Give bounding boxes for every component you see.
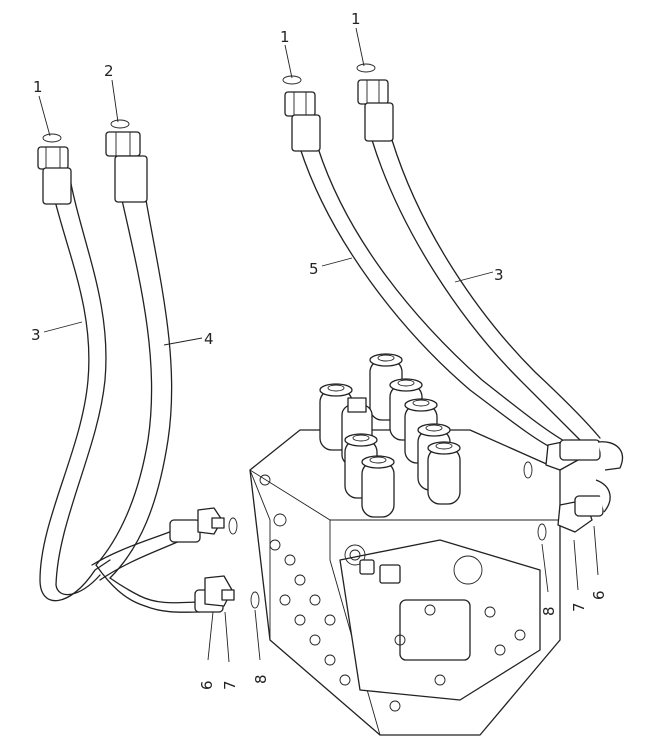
fitting-left-2 xyxy=(105,119,148,203)
callout-2: 2 xyxy=(104,62,114,80)
fitting-left-1 xyxy=(37,133,72,205)
callout-6: 6 xyxy=(198,680,216,690)
callout-5: 5 xyxy=(309,260,319,278)
leader-lines xyxy=(38,27,599,663)
callout-3: 3 xyxy=(31,326,41,344)
control-valve-block xyxy=(249,429,561,736)
hose-4-left xyxy=(95,199,201,613)
callout-labels: 1 2 1 1 5 3 3 4 6 7 8 8 7 6 xyxy=(31,10,608,690)
hose-3-left xyxy=(39,167,183,602)
callout-1: 1 xyxy=(351,10,361,28)
callout-1: 1 xyxy=(33,78,43,96)
hose-5-right xyxy=(299,147,567,451)
callout-7: 7 xyxy=(570,602,588,612)
left-lower-knob-fitting xyxy=(194,575,260,613)
left-upper-knob-fitting xyxy=(169,507,238,543)
callout-8: 8 xyxy=(252,674,270,684)
callout-3: 3 xyxy=(494,266,504,284)
fitting-right-1 xyxy=(282,75,321,152)
fitting-right-2 xyxy=(356,63,394,142)
hose-3-right xyxy=(371,139,601,447)
solenoid-valve-stack xyxy=(319,353,461,518)
right-upper-knob-fitting xyxy=(523,439,623,479)
callout-4: 4 xyxy=(204,330,214,348)
callout-6: 6 xyxy=(590,590,608,600)
callout-7: 7 xyxy=(221,680,239,690)
callout-8: 8 xyxy=(540,606,558,616)
callout-1: 1 xyxy=(280,28,290,46)
right-lower-knob-fitting xyxy=(537,479,611,541)
